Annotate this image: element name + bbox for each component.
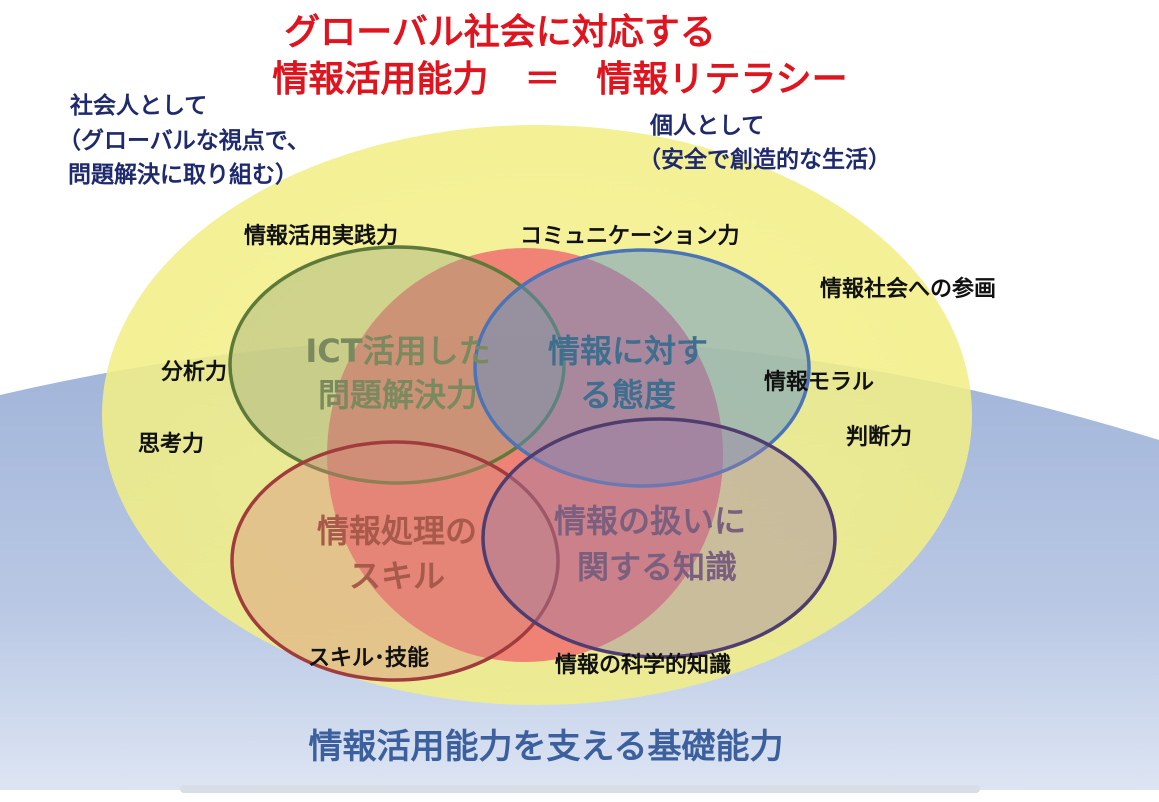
personal-perspective: 個人として （安全で創造的な生活） <box>638 113 891 173</box>
ict-circle <box>228 245 566 485</box>
social-perspective-line1: 社会人として <box>70 92 207 119</box>
knowledge-circle <box>481 417 837 659</box>
label-analysis: 分析力 <box>161 360 227 385</box>
foundation-bottom-shade <box>180 785 980 793</box>
social-perspective-line3: 問題解決に取り組む） <box>68 161 298 188</box>
label-science: 情報の科学的知識 <box>555 652 731 678</box>
ict-circle-label-line1: ICT活用した <box>305 332 490 370</box>
skill-circle <box>230 440 560 682</box>
label-skill-tech: スキル･技能 <box>308 645 429 671</box>
ict-circle-label-line2: 問題解決力 <box>318 376 478 414</box>
label-judgment: 判断力 <box>846 424 912 450</box>
label-practice: 情報活用実践力 <box>244 223 398 249</box>
personal-perspective-line1: 個人として <box>649 113 764 139</box>
attitude-circle-label-line1: 情報に対す <box>548 332 708 370</box>
core-red-circle <box>327 248 723 662</box>
social-perspective: 社会人として （グローバルな視点で、 問題解決に取り組む） <box>58 92 310 188</box>
label-communication: コミュニケーション力 <box>520 224 740 249</box>
title-line1: グローバル社会に対応する <box>284 12 716 53</box>
label-thinking: 思考力 <box>138 432 204 457</box>
knowledge-circle-label-line2: 関する知識 <box>577 548 737 586</box>
foundation-label: 情報活用能力を支える基礎能力 <box>309 727 784 767</box>
attitude-circle-label-line2: る態度 <box>580 376 676 414</box>
skill-circle-label-line1: 情報処理の <box>317 512 477 550</box>
label-participation: 情報社会への参画 <box>820 276 996 302</box>
personal-perspective-line2: （安全で創造的な生活） <box>638 146 891 173</box>
title-line2: 情報活用能力 ＝ 情報リテラシー <box>272 59 847 100</box>
skill-circle-label-line2: スキル <box>349 557 445 595</box>
knowledge-circle-label-line1: 情報の扱いに <box>554 502 746 540</box>
label-moral: 情報モラル <box>764 369 874 395</box>
social-perspective-line2: （グローバルな視点で、 <box>58 127 310 154</box>
